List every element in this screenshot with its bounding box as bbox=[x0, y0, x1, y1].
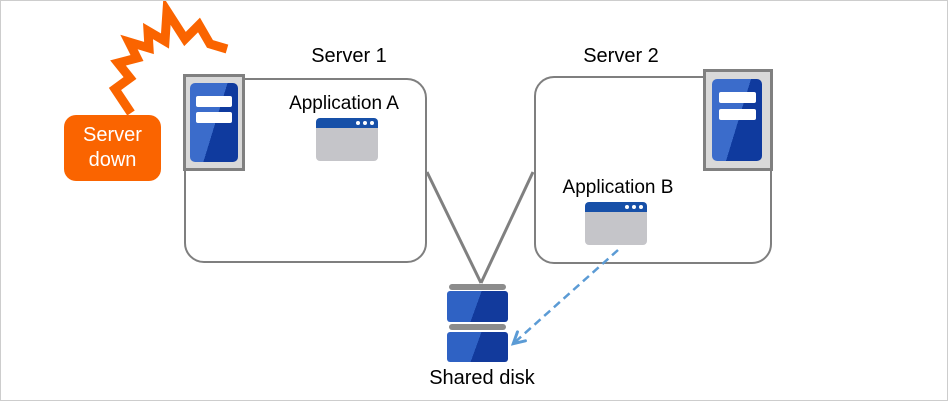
tower-slot-icon bbox=[719, 109, 756, 120]
application-a-label: Application A bbox=[289, 93, 399, 114]
window-body bbox=[585, 212, 647, 245]
server1-label: Server 1 bbox=[311, 45, 387, 67]
server-tower-glyph bbox=[712, 79, 762, 161]
server1-tower-icon bbox=[183, 74, 245, 171]
tower-slot-icon bbox=[719, 92, 756, 103]
window-body bbox=[316, 128, 378, 161]
window-buttons-icon bbox=[625, 205, 643, 209]
connector-server1-disk bbox=[425, 171, 483, 284]
shared-disk-icon bbox=[447, 332, 508, 362]
tower-slot-icon bbox=[196, 96, 232, 107]
window-titlebar bbox=[316, 118, 378, 128]
tower-slot-icon bbox=[196, 112, 232, 123]
server-down-label: Server down bbox=[83, 124, 142, 171]
application-b-window-icon bbox=[585, 202, 647, 245]
shared-disk-icon bbox=[449, 324, 506, 330]
connector-server2-disk bbox=[479, 171, 535, 284]
shared-disk-icon bbox=[449, 284, 506, 290]
server2-tower-icon bbox=[703, 69, 773, 171]
server2-label: Server 2 bbox=[583, 45, 659, 67]
server-down-callout: Server down bbox=[64, 115, 161, 181]
shared-disk-icon bbox=[447, 291, 508, 322]
server-tower-glyph bbox=[190, 83, 238, 162]
window-buttons-icon bbox=[356, 121, 374, 125]
window-titlebar bbox=[585, 202, 647, 212]
application-a-window-icon bbox=[316, 118, 378, 161]
application-b-label: Application B bbox=[562, 177, 674, 198]
shared-disk-label: Shared disk bbox=[429, 367, 535, 389]
